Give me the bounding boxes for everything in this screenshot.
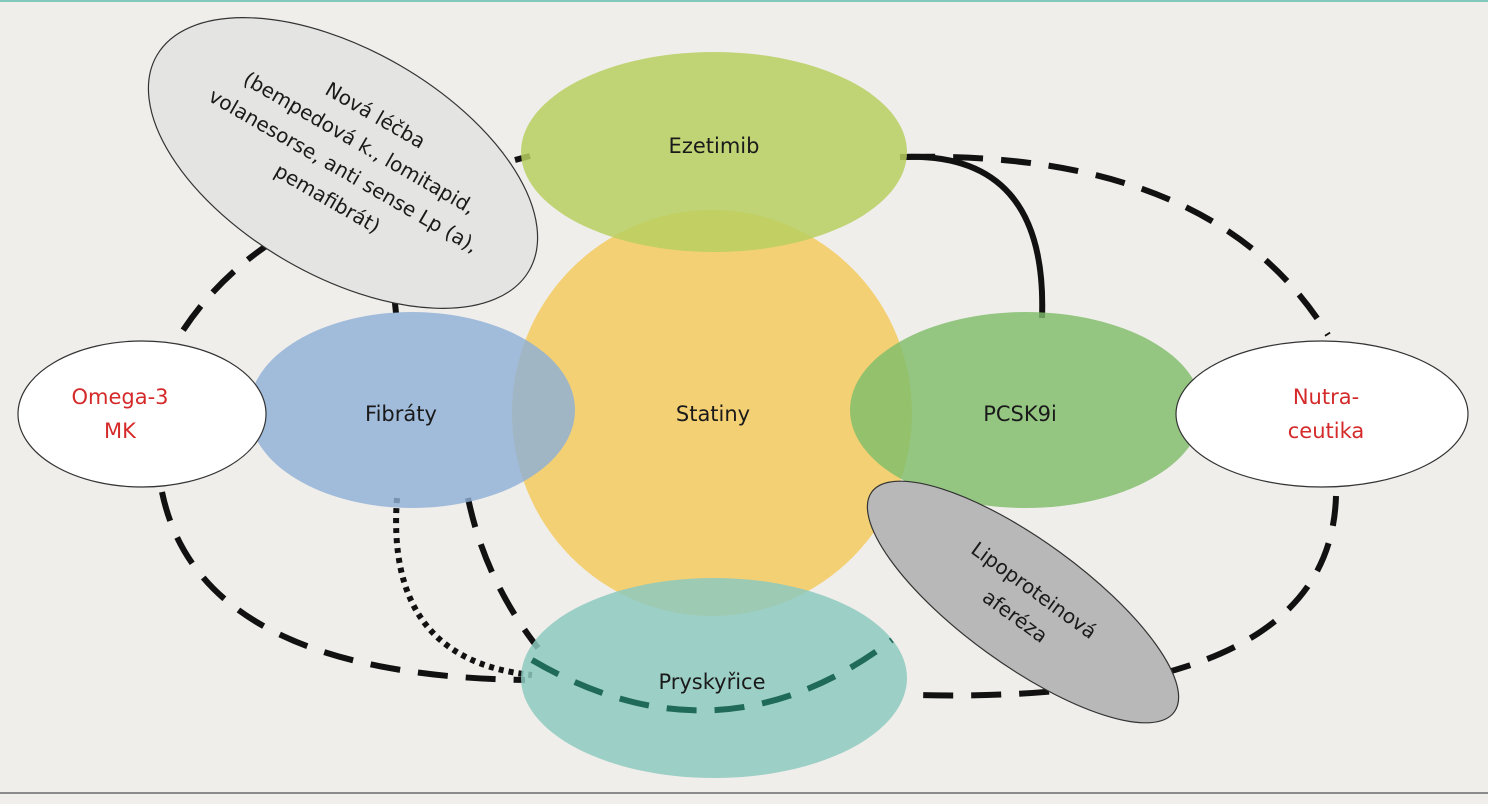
connector-pryskyrice-afereza-teal (530, 637, 894, 714)
label-nutraceutika-line-2: ceutika (1288, 419, 1365, 443)
connector-nova-lecba-omega3 (177, 239, 274, 337)
label-ezetimib: Ezetimib (669, 134, 760, 158)
connector-ezetimib-nutraceutika (904, 153, 1331, 337)
node-pcsk9i (850, 312, 1202, 508)
node-statiny (512, 210, 912, 616)
label-omega3-line-2: MK (104, 419, 137, 443)
label-pcsk9i: PCSK9i (983, 402, 1057, 426)
node-nova-lecba (147, 17, 539, 309)
connector-nutraceutika-pryskyrice (914, 495, 1339, 699)
connector-ezetimib-pcsk9i (899, 153, 1046, 319)
label-statiny: Statiny (676, 402, 750, 426)
connector-omega3-pryskyrice (159, 491, 526, 683)
label-omega3-line-1: Omega-3 (71, 385, 168, 409)
connector-fibraty-pryskyrice-dotted (393, 497, 533, 678)
node-afereza (866, 480, 1180, 724)
node-ezetimib (521, 52, 907, 252)
connector-fibraty-pryskyrice (465, 497, 541, 650)
label-pryskyrice: Pryskyřice (658, 670, 765, 694)
node-omega3 (17, 340, 267, 488)
label-nutraceutika-line-1: Nutra- (1293, 385, 1359, 409)
node-pryskyrice (521, 578, 907, 778)
node-nutraceutika (1175, 340, 1469, 488)
label-fibraty: Fibráty (365, 402, 437, 426)
node-fibraty (249, 312, 575, 508)
dashed-connectors (159, 153, 1339, 699)
